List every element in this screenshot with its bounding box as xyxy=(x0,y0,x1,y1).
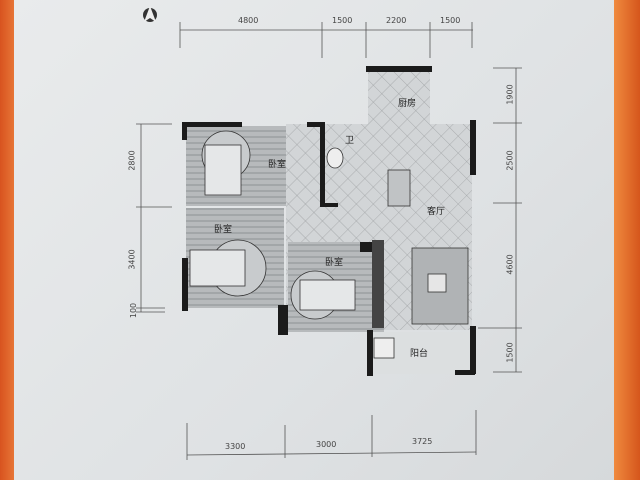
dim-top-1: 4800 xyxy=(238,16,259,25)
dim-top-4: 1500 xyxy=(440,16,461,25)
furniture xyxy=(189,130,469,359)
dim-right-2: 2500 xyxy=(505,150,515,171)
dim-left-2: 3400 xyxy=(127,249,137,270)
dim-right-4: 1500 xyxy=(505,342,515,363)
room-label-kitchen: 厨房 xyxy=(398,99,417,109)
dim-bottom-1: 3300 xyxy=(225,442,246,451)
room-label-balcony: 阳台 xyxy=(410,349,429,359)
sheet-edge-left xyxy=(0,0,16,480)
dimension-lines xyxy=(136,22,522,460)
room-label-bedroom-2: 卧室 xyxy=(214,225,233,235)
dim-bottom-3: 3725 xyxy=(412,437,433,446)
room-label-living-room: 客厅 xyxy=(427,207,446,217)
dim-right-3: 4600 xyxy=(505,254,515,275)
walls xyxy=(182,66,476,376)
dim-top-2: 1500 xyxy=(332,16,353,25)
dim-bottom-2: 3000 xyxy=(316,440,337,449)
dim-left-3: 100 xyxy=(129,302,139,319)
dim-top-3: 2200 xyxy=(386,16,407,25)
dim-left-1: 2800 xyxy=(127,150,137,171)
sheet-edge-right xyxy=(614,0,640,480)
dim-right-1: 1900 xyxy=(505,84,515,105)
room-label-bedroom-1: 卧室 xyxy=(268,160,287,170)
room-label-bedroom-3: 卧室 xyxy=(325,258,344,268)
north-arrow-icon xyxy=(143,6,157,22)
room-label-bathroom: 卫 xyxy=(345,136,355,146)
